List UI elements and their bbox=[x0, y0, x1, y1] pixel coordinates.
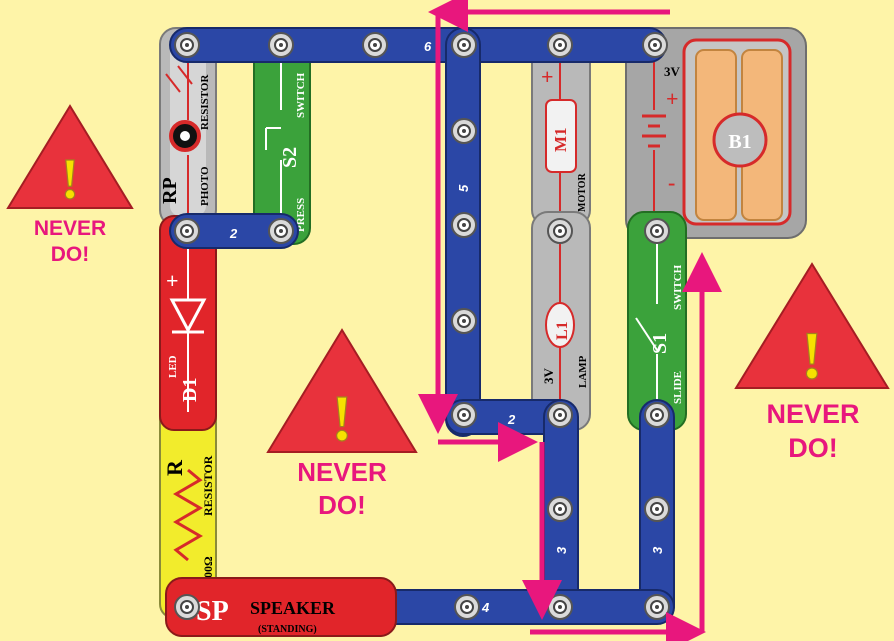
wire-bottom: 4 bbox=[360, 590, 674, 624]
snap-connector bbox=[452, 403, 476, 427]
wire-top: 6 bbox=[170, 28, 666, 62]
warning-line2: DO! bbox=[14, 242, 126, 268]
wire-label-right-a: 3 bbox=[554, 546, 569, 554]
battery-voltage: 3V bbox=[664, 64, 681, 79]
wire-label-mid-vertical: 5 bbox=[456, 184, 471, 192]
warning-line1: NEVER bbox=[748, 398, 878, 432]
snap-connector bbox=[363, 33, 387, 57]
slide-switch-component: S1 SLIDE SWITCH bbox=[628, 212, 686, 430]
motor-code: M1 bbox=[551, 127, 570, 152]
snap-connector bbox=[548, 595, 572, 619]
snap-connector bbox=[548, 497, 572, 521]
photoresistor-code: RP bbox=[159, 177, 181, 204]
warning-triangle-right: ! bbox=[736, 264, 888, 393]
press-switch-name2: SWITCH bbox=[295, 72, 307, 118]
snap-connector bbox=[645, 595, 669, 619]
snap-connector bbox=[548, 219, 572, 243]
snap-connector bbox=[645, 497, 669, 521]
snap-connector bbox=[452, 213, 476, 237]
wire-label-right-b: 3 bbox=[650, 546, 665, 554]
warning-label-middle: NEVER DO! bbox=[272, 456, 412, 521]
snap-connector bbox=[269, 33, 293, 57]
wire-label-bottom: 4 bbox=[481, 600, 490, 615]
lamp-component: L1 3V LAMP bbox=[532, 212, 590, 430]
snap-connectors bbox=[175, 33, 669, 619]
led-plus: + bbox=[166, 268, 179, 293]
slide-switch-code: S1 bbox=[649, 333, 671, 354]
snap-connector bbox=[452, 309, 476, 333]
exclamation-mark: ! bbox=[801, 317, 824, 393]
warning-triangle-left: ! bbox=[8, 106, 132, 211]
exclamation-mark: ! bbox=[60, 146, 79, 211]
snap-connector bbox=[548, 33, 572, 57]
resistor-code: R bbox=[162, 459, 187, 476]
warning-label-left: NEVER DO! bbox=[14, 216, 126, 269]
snap-connector bbox=[548, 403, 572, 427]
battery-minus: - bbox=[668, 170, 675, 195]
slide-switch-name1: SLIDE bbox=[672, 371, 684, 404]
snap-connector bbox=[269, 219, 293, 243]
speaker-component: SP SPEAKER (STANDING) bbox=[166, 578, 396, 636]
motor-name: MOTOR bbox=[577, 173, 588, 212]
lamp-voltage: 3V bbox=[541, 368, 556, 385]
speaker-name: SPEAKER bbox=[250, 598, 336, 618]
snap-connector bbox=[175, 33, 199, 57]
snap-connector bbox=[645, 219, 669, 243]
motor-plus: + bbox=[541, 64, 554, 89]
warning-line2: DO! bbox=[272, 489, 412, 522]
warning-line2: DO! bbox=[748, 432, 878, 466]
led-name: LED bbox=[167, 355, 179, 378]
exclamation-mark: ! bbox=[331, 382, 353, 455]
battery-plus: + bbox=[666, 86, 679, 111]
led-code: D1 bbox=[179, 378, 201, 402]
snap-connector bbox=[645, 403, 669, 427]
resistor-name: RESISTOR bbox=[201, 455, 215, 516]
snap-connector bbox=[643, 33, 667, 57]
lamp-code: L1 bbox=[554, 321, 571, 340]
snap-connector bbox=[455, 595, 479, 619]
press-switch-code: S2 bbox=[279, 147, 301, 168]
snap-connector bbox=[452, 33, 476, 57]
warning-line1: NEVER bbox=[272, 456, 412, 489]
warning-line1: NEVER bbox=[14, 216, 126, 242]
speaker-code: SP bbox=[196, 596, 229, 627]
snap-connector bbox=[175, 219, 199, 243]
warning-label-right: NEVER DO! bbox=[748, 398, 878, 466]
warning-triangle-middle: ! bbox=[268, 330, 416, 455]
photoresistor-name2: RESISTOR bbox=[199, 74, 211, 130]
wire-label-mid-short: 2 bbox=[507, 412, 516, 427]
battery-code: B1 bbox=[728, 131, 751, 153]
snap-connector bbox=[452, 119, 476, 143]
snap-connector bbox=[175, 595, 199, 619]
photoresistor-name1: PHOTO bbox=[199, 166, 211, 206]
speaker-note: (STANDING) bbox=[258, 624, 317, 635]
lamp-name: LAMP bbox=[577, 355, 589, 388]
slide-switch-name2: SWITCH bbox=[672, 264, 684, 310]
wire-label-top: 6 bbox=[424, 39, 432, 54]
wire-label-left-short: 2 bbox=[229, 226, 238, 241]
